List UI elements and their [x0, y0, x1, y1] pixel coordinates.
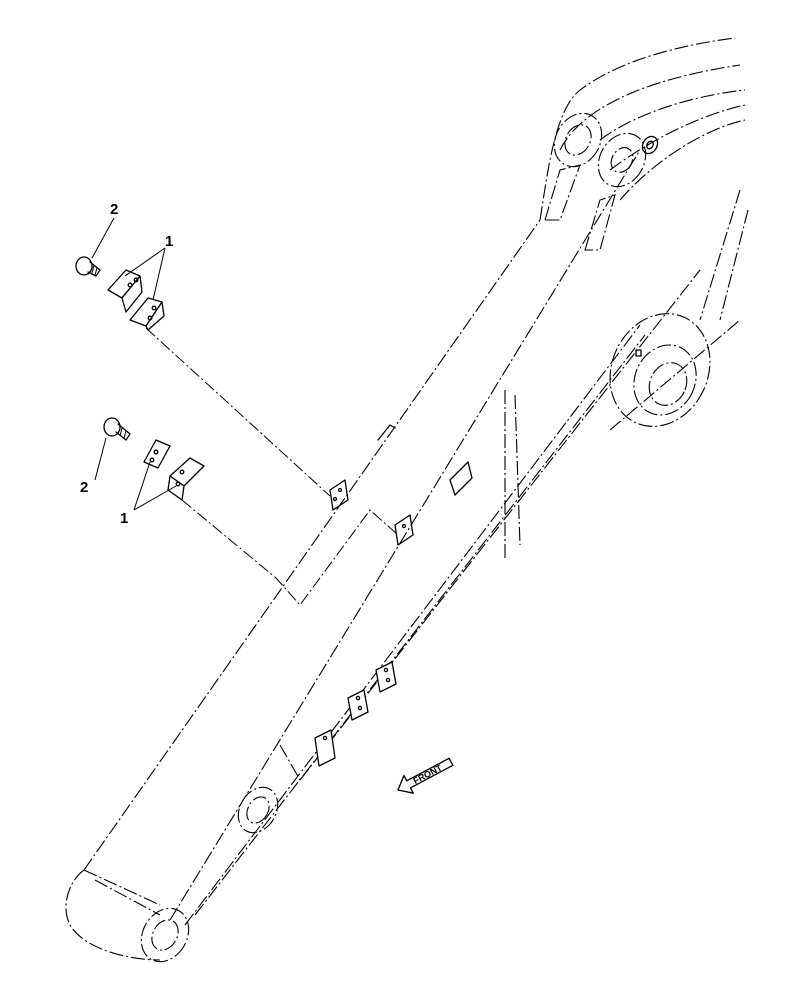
lower-bracket-b: [167, 457, 205, 501]
head-pin-boss-left: [553, 112, 603, 168]
lower-bolt: [103, 417, 131, 441]
callout-lower-brackets: 1: [120, 510, 128, 527]
head-pin-boss-right: [597, 132, 659, 188]
mounted-bracket-mid: [394, 514, 414, 546]
callout-leaders: [91, 217, 177, 511]
boom-outline: [65, 37, 749, 961]
foot-pin-boss: [140, 907, 190, 963]
mounted-bracket-upper: [329, 479, 349, 511]
front-arrow: FRONT: [397, 757, 454, 794]
front-arrow-label: FRONT: [412, 762, 445, 786]
assembly-leader-lines: [145, 327, 399, 606]
upper-bracket-b: [129, 297, 165, 331]
mounted-bracket-lower-2: [347, 689, 369, 721]
upper-bracket-a: [107, 269, 143, 313]
mounted-bracket-web: [377, 424, 473, 496]
upper-bolt: [75, 256, 101, 277]
mid-pin-boss: [237, 786, 279, 834]
mounted-bracket-lower-1: [375, 661, 397, 693]
cylinder-mount-boss: [609, 313, 711, 427]
callout-lower-bolt: 2: [80, 479, 88, 496]
callout-upper-bolt: 2: [110, 201, 118, 218]
callout-upper-brackets: 1: [165, 233, 173, 250]
lower-bracket-a: [143, 439, 171, 469]
mounted-bracket-lower-3: [314, 729, 336, 767]
